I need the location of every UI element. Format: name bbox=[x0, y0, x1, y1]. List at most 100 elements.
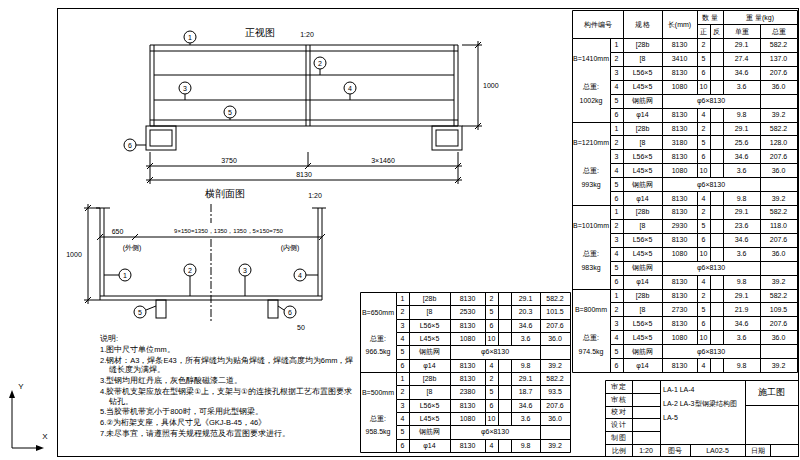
dimension-text: 1000 bbox=[482, 80, 506, 90]
table-cell: 3 bbox=[610, 316, 623, 330]
group-label: 总重: bbox=[360, 412, 396, 425]
table-cell: 6 bbox=[697, 149, 710, 163]
table-rule bbox=[610, 248, 611, 262]
axis-label: Y bbox=[16, 382, 26, 392]
table-rule bbox=[610, 276, 611, 290]
table-rule bbox=[710, 39, 711, 53]
table-rule bbox=[498, 413, 499, 426]
table-cell: 29.1 bbox=[723, 38, 760, 52]
table-cell: 207.6 bbox=[540, 399, 570, 412]
table-cell: 25.6 bbox=[723, 135, 760, 149]
table-cell: 8130 bbox=[450, 439, 485, 452]
table-cell: φ14 bbox=[409, 439, 450, 452]
title-block-text: 审 定 bbox=[605, 380, 632, 393]
table-cell: 9.8 bbox=[723, 108, 760, 122]
group-label: B=1210mm bbox=[572, 122, 610, 164]
table-header: 数 量 bbox=[697, 10, 723, 24]
table-cell: φ14 bbox=[409, 359, 450, 372]
table-rule bbox=[710, 81, 711, 95]
view-title: 横剖面图 bbox=[195, 188, 255, 200]
table-rule bbox=[485, 440, 486, 453]
table-rule bbox=[697, 206, 698, 220]
table-cell: [28b bbox=[623, 205, 662, 219]
table-rule bbox=[611, 80, 798, 81]
table-cell: 4 bbox=[697, 191, 710, 205]
table-cell: 34.6 bbox=[723, 66, 760, 80]
table-rule bbox=[723, 81, 724, 95]
table-cell: 39.2 bbox=[540, 439, 570, 452]
table-rule bbox=[697, 53, 698, 67]
table-rule bbox=[611, 94, 798, 95]
table-rule bbox=[397, 359, 571, 360]
table-rule bbox=[723, 248, 724, 262]
table-cell: 10 bbox=[697, 163, 710, 177]
table-cell: 207.6 bbox=[760, 149, 797, 163]
table-rule bbox=[623, 67, 624, 81]
scale-label: 1:20 bbox=[292, 29, 322, 39]
table-rule bbox=[361, 452, 571, 453]
table-cell: 2 bbox=[610, 135, 623, 149]
table-rule bbox=[409, 386, 410, 400]
table-rule bbox=[396, 413, 397, 426]
table-cell: 8130 bbox=[662, 38, 697, 52]
table-cell: 29.1 bbox=[511, 292, 540, 305]
table-header: 反 bbox=[710, 24, 723, 38]
table-rule bbox=[697, 276, 698, 290]
table-rule bbox=[723, 331, 724, 345]
table-cell: 4 bbox=[697, 358, 710, 372]
table-rule bbox=[396, 360, 397, 373]
table-cell: 1 bbox=[610, 289, 623, 303]
table-rule bbox=[710, 192, 711, 206]
table-cell: 34.6 bbox=[723, 149, 760, 163]
table-cell: 2 bbox=[485, 292, 498, 305]
table-rule bbox=[723, 290, 724, 303]
table-cell: 21.9 bbox=[723, 302, 760, 316]
table-rule bbox=[572, 39, 573, 373]
table-rule bbox=[397, 425, 571, 426]
table-rule bbox=[723, 150, 724, 164]
callout-number: 3 bbox=[179, 82, 191, 94]
table-rule bbox=[498, 320, 499, 333]
table-rule bbox=[760, 234, 761, 248]
table-rule bbox=[450, 306, 451, 320]
table-rule bbox=[611, 316, 798, 317]
table-rule bbox=[396, 373, 397, 386]
table-cell: 36.0 bbox=[760, 80, 797, 94]
table-cell: 8130 bbox=[662, 358, 697, 372]
table-rule bbox=[606, 406, 661, 407]
table-rule bbox=[697, 81, 698, 95]
table-rule bbox=[760, 220, 761, 234]
table-rule bbox=[623, 220, 624, 234]
table-cell: 36.0 bbox=[760, 163, 797, 177]
table-cell: 8130 bbox=[662, 122, 697, 136]
dimension-text: 3750 bbox=[179, 155, 279, 165]
table-cell: 128.0 bbox=[760, 135, 797, 149]
table-cell: 39.2 bbox=[760, 108, 797, 122]
table-rule bbox=[662, 317, 663, 331]
table-rule bbox=[662, 331, 663, 345]
table-rule bbox=[723, 67, 724, 81]
table-rule bbox=[723, 53, 724, 67]
table-rule bbox=[662, 11, 663, 39]
table-rule bbox=[485, 400, 486, 413]
callout-number: 4 bbox=[294, 269, 306, 281]
table-rule bbox=[409, 293, 410, 306]
table-rule bbox=[610, 220, 611, 234]
table-rule bbox=[723, 136, 724, 150]
table-rule bbox=[662, 345, 663, 359]
table-rule bbox=[610, 206, 611, 220]
table-cell: 6 bbox=[485, 319, 498, 332]
table-rule bbox=[798, 381, 799, 457]
table-cell: [8 bbox=[409, 305, 450, 318]
table-header: 正 bbox=[697, 24, 710, 38]
table-cell: 101.5 bbox=[540, 305, 570, 318]
table-rule bbox=[760, 178, 761, 192]
table-cell: φ14 bbox=[623, 275, 662, 289]
table-cell: 10 bbox=[485, 412, 498, 425]
table-cell: 5 bbox=[697, 135, 710, 149]
table-cell: 4 bbox=[396, 412, 409, 425]
table-rule bbox=[498, 373, 499, 386]
table-cell: 3180 bbox=[662, 135, 697, 149]
table-rule bbox=[573, 10, 798, 11]
table-cell: 1080 bbox=[662, 163, 697, 177]
